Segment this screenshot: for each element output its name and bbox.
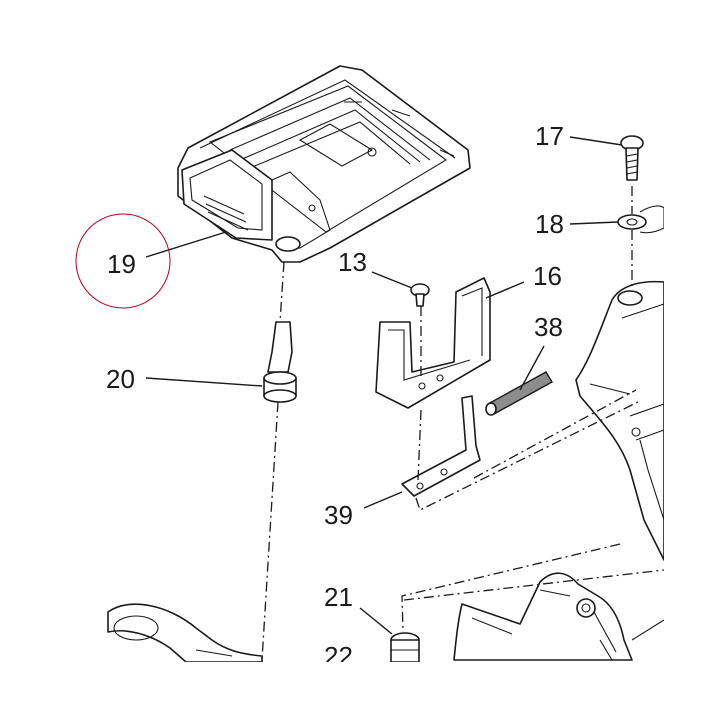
callout-17: 17 <box>535 121 564 151</box>
callout-18: 18 <box>535 209 564 239</box>
washer-18-part <box>617 214 647 230</box>
screw-13-part <box>410 283 430 307</box>
callout-19: 19 <box>107 249 136 279</box>
grommet-21-part <box>390 632 420 663</box>
screw-17-part <box>620 135 644 181</box>
callout-38: 38 <box>534 312 563 342</box>
callout-13: 13 <box>338 247 367 277</box>
callout-20: 20 <box>106 364 135 394</box>
highlight-circle <box>75 213 171 309</box>
leader-lines <box>145 136 623 635</box>
hose-fragment <box>107 603 263 663</box>
casting-fragment <box>453 572 665 661</box>
sleeve-38-part <box>485 371 553 416</box>
control-module-part <box>177 65 471 263</box>
callout-39: 39 <box>324 500 353 530</box>
bracket-39-part <box>401 395 481 497</box>
callout-21: 21 <box>324 582 353 612</box>
centerlines <box>261 186 665 661</box>
frame-fragment <box>575 205 665 561</box>
bracket-16-part <box>375 277 491 409</box>
callout-16: 16 <box>533 261 562 291</box>
grommet-part <box>263 321 297 403</box>
